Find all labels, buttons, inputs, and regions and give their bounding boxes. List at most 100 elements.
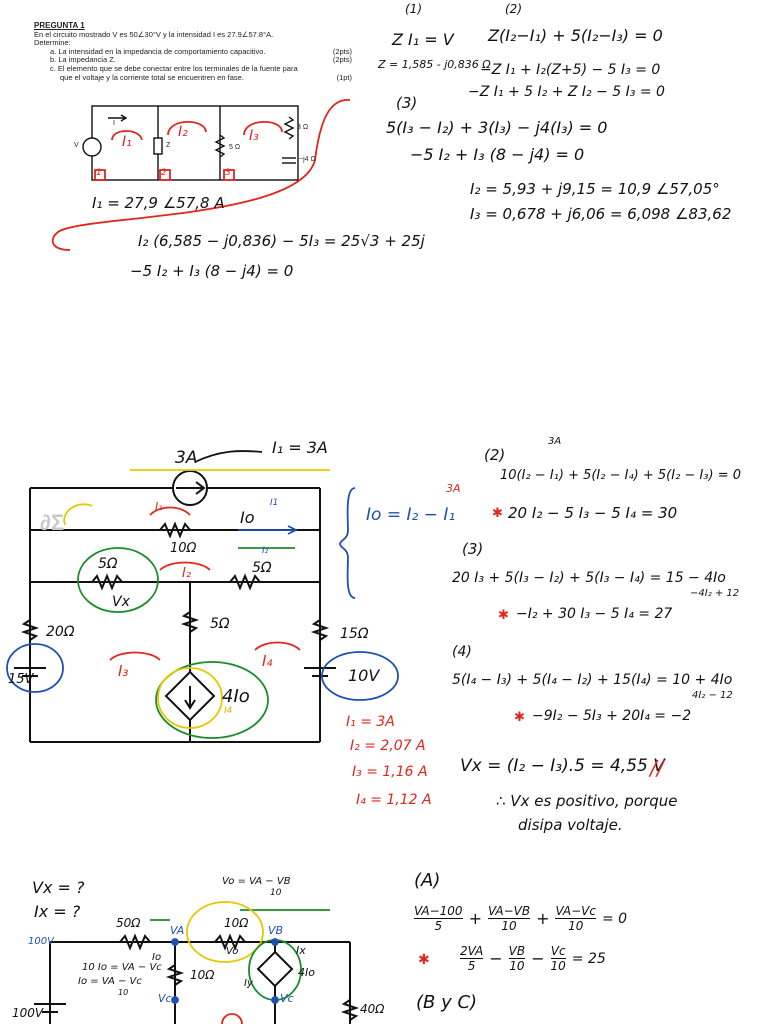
p3-node-vc: Vc <box>158 992 172 1005</box>
p2-eq2-simpl: 20 I₂ − 5 I₃ − 5 I₄ = 30 <box>508 504 678 522</box>
p2-eq2-mark: ✱ <box>492 506 503 521</box>
p2-eq4-sub: 4I₂ − 12 <box>692 690 733 701</box>
p3-v100-bottom: 100V <box>12 1006 44 1020</box>
p3-eqA2-minus1: − <box>489 949 503 968</box>
p2-eq4-simpl: −9I₂ − 5I₃ + 20I₄ = −2 <box>532 708 692 724</box>
p2-v10: 10V <box>348 666 380 685</box>
p2-eq3-tag: (3) <box>462 540 484 558</box>
p3-node-vb: VB <box>268 924 284 937</box>
p1-current-label: I <box>113 120 115 127</box>
p1-tag-1: (1) <box>405 2 422 16</box>
p2-r5a: 5Ω <box>98 556 118 572</box>
problem1-item-b: b. La impedancia Z. (2pts) <box>34 56 352 65</box>
p3-tag-bc: (B y C) <box>416 992 478 1013</box>
p1-eq2c: −Z I₁ + 5 I₂ + Z I₂ − 5 I₃ = 0 <box>468 84 665 100</box>
p3-vo-formula-bot: 10 <box>270 888 282 898</box>
p3-eqA2-num1: 2VA <box>460 944 484 958</box>
p3-eqA2-minus2: − <box>531 949 545 968</box>
p2-eq2-tag: (2) <box>484 446 506 464</box>
p2-io: Io <box>240 508 255 527</box>
p2-mesh-i2: I₂ <box>182 566 192 581</box>
item-label: c. El elemento que se debe conectar entr… <box>50 63 298 73</box>
p1-mesh-i2: I₂ <box>178 124 188 140</box>
item-pts: (2pts) <box>332 55 352 65</box>
p3-eqA2-frac3: Vc 10 <box>550 944 566 973</box>
p3-eqA2-num3: Vc <box>550 944 566 958</box>
p1-eq4b: −5 I₂ + I₃ (8 − j4) = 0 <box>130 262 294 280</box>
p3-vo-formula-top: Vo = VA − VB <box>222 876 291 887</box>
p3-io: Io <box>152 952 162 963</box>
p2-result-i3: I₃ = 1,16 A <box>352 764 428 780</box>
p2-i1-given: I₁ = 3A <box>272 438 328 457</box>
problem1-item-c2: que el voltaje y la corriente total se e… <box>34 72 352 83</box>
item-pts: (1pt) <box>336 72 352 82</box>
problem1-title: PREGUNTA 1 <box>34 21 85 30</box>
p2-conclusion-1: ∴ Vx es positivo, porque <box>496 792 678 810</box>
p2-io-relation: Io = I₂ − I₁ <box>366 505 456 525</box>
p1-eq3b: −5 I₂ + I₃ (8 − j4) = 0 <box>410 145 585 164</box>
p3-r10a: 10Ω <box>224 916 249 930</box>
p1-mesh-i1: I₁ <box>122 134 132 150</box>
p3-eqA-den2: 10 <box>487 918 531 933</box>
p2-vx-result: Vx = (I₂ − I₃).5 = 4,55 V <box>460 756 665 776</box>
p2-mesh-i1: I₁ <box>155 500 163 513</box>
p3-io-note-3: 10 <box>118 988 129 997</box>
p2-v15: 15V <box>8 672 34 687</box>
p2-vx: Vx <box>112 594 130 610</box>
p3-eqA-den1: 5 <box>414 918 463 933</box>
p3-question-ix: Ix = ? <box>34 902 81 921</box>
p2-eq3-simpl: −I₂ + 30 I₃ − 5 I₄ = 27 <box>516 606 673 622</box>
p2-result-i4: I₄ = 1,12 A <box>356 792 432 808</box>
p3-dep: 4Io <box>298 966 315 979</box>
p3-eqA2-num2: VB <box>508 944 526 958</box>
p3-tag-a: (A) <box>414 870 441 891</box>
item-pts: (2pts) <box>332 46 352 56</box>
p3-r10b: 10Ω <box>190 968 215 982</box>
p1-r5-label: 5 Ω <box>229 144 241 151</box>
p2-eq4-tag: (4) <box>452 644 472 660</box>
p2-conclusion-2: disipa voltaje. <box>518 816 623 834</box>
problem1-item-c: c. El elemento que se debe conectar entr… <box>34 63 352 74</box>
p1-node-1: 1 <box>96 168 102 178</box>
p2-eq2: 10(I₂ − I₁) + 5(I₂ − I₄) + 5(I₂ − I₃) = … <box>500 468 742 483</box>
item-label: b. La impedancia Z. <box>50 55 116 65</box>
p1-eq1: Z I₁ = V <box>392 30 454 49</box>
p3-v100-top: 100V <box>28 936 54 947</box>
p2-r10: 10Ω <box>170 541 197 556</box>
p1-eq3a: 5(I₃ − I₂) + 3(I₃) − j4(I₃) = 0 <box>386 118 608 137</box>
p2-mid-3a: 3A <box>446 482 461 495</box>
p1-source-label: V <box>74 142 79 149</box>
p2-eq3-mark: ✱ <box>498 608 509 623</box>
p1-r3-label: 3 Ω <box>297 124 309 131</box>
p1-tag-3: (3) <box>396 94 418 112</box>
p2-r5c: 5Ω <box>210 616 230 632</box>
problem1-item-a: a. La intensidad en la impedancia de com… <box>34 46 352 57</box>
p3-eqA2-den2: 10 <box>508 958 526 973</box>
p3-ix: Ix <box>296 944 306 957</box>
p3-r50: 50Ω <box>116 916 141 930</box>
p2-mesh-i4b: I4 <box>224 706 233 716</box>
problem1-intro: En el circuito mostrado V es 50∠30°V y l… <box>34 29 274 39</box>
p1-tag-2: (2) <box>505 2 522 16</box>
p3-eqA-eq: = 0 <box>601 910 628 927</box>
ghost-bleed-text: ∂Σ <box>40 510 65 535</box>
p2-eq4: 5(I₄ − I₃) + 5(I₄ − I₂) + 15(I₄) = 10 + … <box>452 672 733 688</box>
p3-eqA-plus1: + <box>468 909 482 928</box>
p2-mesh-i4: I₄ <box>262 652 273 670</box>
p3-eqA2-frac1: 2VA 5 <box>460 944 484 973</box>
p1-eq2a: Z(I₂−I₁) + 5(I₂−I₃) = 0 <box>488 26 663 45</box>
p3-eqA2: 2VA 5 − VB 10 − Vc 10 = 25 <box>460 944 606 973</box>
p1-i3-result: I₃ = 0,678 + j6,06 = 6,098 ∠83,62 <box>470 205 732 223</box>
p2-dep-source: 4Io <box>222 686 250 707</box>
p1-z-label: Z <box>166 142 171 149</box>
item-label: que el voltaje y la corriente total se e… <box>60 72 244 82</box>
p2-r5b: 5Ω <box>252 560 272 576</box>
p3-eqA-plus2: + <box>536 909 550 928</box>
p3-eqA-frac3: VA−Vc 10 <box>555 904 596 933</box>
p3-r40: 40Ω <box>360 1002 385 1016</box>
p2-eq2-top: 3A <box>548 436 562 447</box>
p3-iy: Iy <box>244 978 253 989</box>
problem1-statement: PREGUNTA 1 En el circuito mostrado V es … <box>34 21 352 83</box>
p1-node-2: 2 <box>161 168 167 178</box>
